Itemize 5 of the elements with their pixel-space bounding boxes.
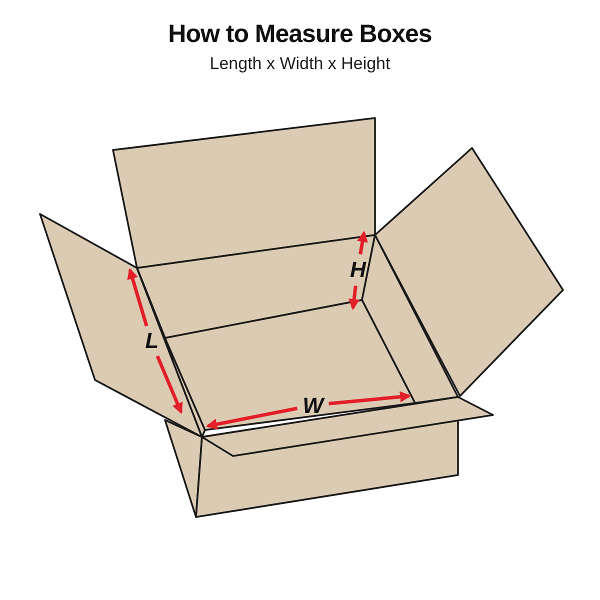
title: How to Measure Boxes [167,20,433,49]
dimension-label: L [145,330,159,352]
subtitle: Length x Width x Height [208,54,392,74]
dimension-label: H [350,259,366,281]
dimension-label: W [302,395,324,417]
